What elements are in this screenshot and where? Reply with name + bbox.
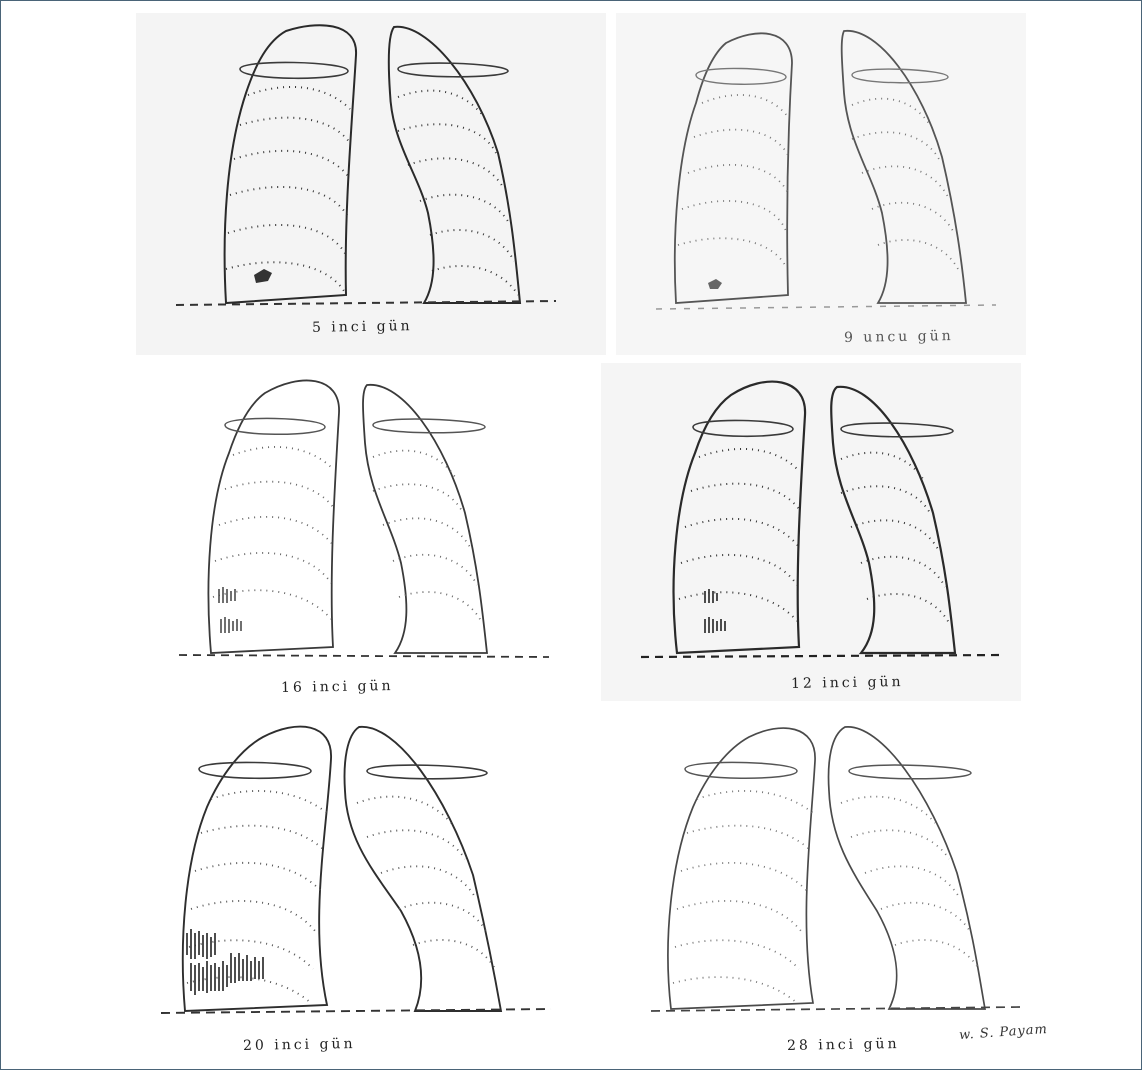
lung-panel-day-9: 9 uncu gün <box>616 13 1026 355</box>
lung-panel-day-16: 16 inci gün <box>129 363 579 701</box>
lung-diagram <box>601 363 1021 701</box>
panel-caption: 16 inci gün <box>281 678 394 696</box>
lung-diagram <box>136 13 606 355</box>
baseline <box>179 655 549 657</box>
panel-caption: 5 inci gün <box>312 318 413 336</box>
baseline <box>656 305 996 309</box>
left-lung-outline <box>208 380 339 653</box>
panel-caption: 28 inci gün <box>787 1036 900 1054</box>
lesion-mark <box>254 269 272 283</box>
lesion-mark <box>708 279 722 289</box>
lesion-mark <box>187 929 263 995</box>
lung-diagram <box>151 711 571 1061</box>
panel-caption: 20 inci gün <box>243 1036 356 1054</box>
lesion-mark <box>705 589 725 633</box>
left-lung-outline <box>675 33 792 303</box>
lung-panel-day-28: 28 inci gün <box>641 711 1051 1061</box>
lung-panel-day-20: 20 inci gün <box>151 711 571 1061</box>
panel-caption: 12 inci gün <box>791 674 904 692</box>
lesion-mark <box>219 587 241 633</box>
left-lung-outline <box>668 728 815 1009</box>
lung-diagram <box>616 13 1026 355</box>
lung-panel-day-12: 12 inci gün <box>601 363 1021 701</box>
left-lung-outline <box>225 25 356 303</box>
baseline <box>641 655 1001 657</box>
panel-caption: 9 uncu gün <box>844 328 954 346</box>
lung-diagram <box>641 711 1051 1061</box>
lung-panel-day-5: 5 inci gün <box>136 13 606 355</box>
lung-diagram <box>129 363 579 701</box>
left-lung-outline <box>674 382 805 653</box>
